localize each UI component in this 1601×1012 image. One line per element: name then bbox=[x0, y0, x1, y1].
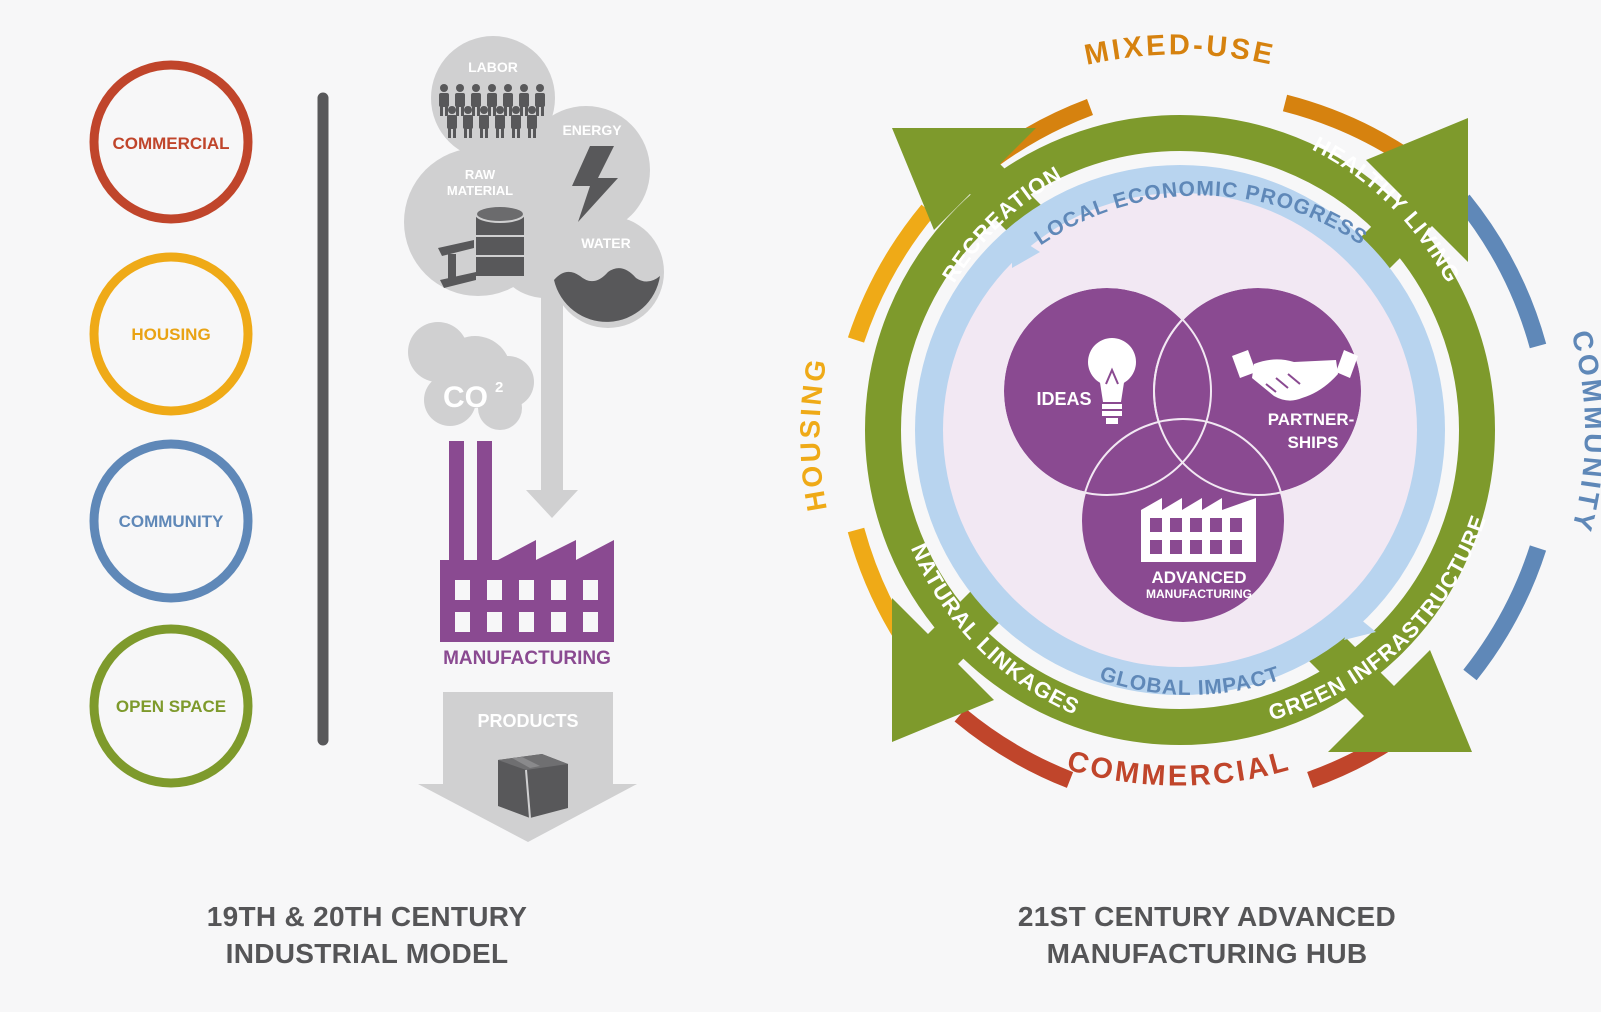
commercial-legend-label: COMMERCIAL bbox=[112, 134, 229, 153]
person-icon bbox=[455, 84, 465, 116]
blue-ring-arrow-left bbox=[1012, 234, 1040, 268]
small-factory-window bbox=[1150, 540, 1162, 554]
small-factory-window bbox=[1170, 518, 1182, 532]
community-arc-top bbox=[1456, 194, 1547, 349]
commercial-legend-ring bbox=[89, 60, 253, 224]
person-icon bbox=[527, 106, 537, 138]
housing-label: HOUSING bbox=[794, 354, 832, 513]
small-factory-window bbox=[1190, 518, 1202, 532]
small-factory-window bbox=[1210, 518, 1222, 532]
factory-icon bbox=[440, 441, 614, 642]
factory-window bbox=[455, 580, 470, 600]
water-label: WATER bbox=[581, 235, 631, 251]
factory-window bbox=[487, 580, 502, 600]
products-label: PRODUCTS bbox=[477, 711, 578, 731]
hub-caption-line2: MANUFACTURING HUB bbox=[1046, 938, 1368, 969]
small-factory-window bbox=[1210, 540, 1222, 554]
blue-ring-arrow-right bbox=[1344, 614, 1376, 640]
water-wave-icon bbox=[554, 268, 660, 322]
lightbulb-icon bbox=[1088, 338, 1136, 424]
advanced-label-line2: MANUFACTURING bbox=[1146, 587, 1252, 601]
housing-legend-ring bbox=[89, 252, 253, 416]
small-factory-window bbox=[1230, 540, 1242, 554]
co2-cloud bbox=[408, 322, 534, 430]
housing-legend-label: HOUSING bbox=[131, 325, 210, 344]
industrial-model: LABOR ENERGY RAW MATERIAL WATER bbox=[404, 36, 664, 842]
person-icon bbox=[471, 84, 481, 116]
raw-material-label-line1: RAW bbox=[465, 167, 496, 182]
factory-window bbox=[487, 612, 502, 632]
small-factory-icon bbox=[1141, 498, 1256, 562]
ideas-label: IDEAS bbox=[1036, 389, 1091, 409]
raw-material-label-line2: MATERIAL bbox=[447, 183, 513, 198]
factory-window bbox=[519, 612, 534, 632]
person-icon bbox=[439, 84, 449, 116]
co2-label: CO bbox=[443, 381, 488, 414]
factory-window bbox=[551, 612, 566, 632]
community-legend-label: COMMUNITY bbox=[119, 512, 224, 531]
community-arc-bottom bbox=[1463, 545, 1547, 681]
person-icon bbox=[495, 106, 505, 138]
person-icon bbox=[535, 84, 545, 116]
manufacturing-label: MANUFACTURING bbox=[443, 648, 611, 669]
industrial-model-caption: 19TH & 20TH CENTURY INDUSTRIAL MODEL bbox=[67, 898, 667, 972]
lightning-icon bbox=[572, 146, 618, 222]
person-icon bbox=[487, 84, 497, 116]
factory-window bbox=[519, 580, 534, 600]
factory-window bbox=[455, 612, 470, 632]
commercial-arc-left bbox=[954, 708, 1074, 788]
steel-beam-icon bbox=[438, 240, 476, 288]
manufacturing-hub: IDEAS PARTNER- SHIPS ADVANCED MANUFACTUR… bbox=[794, 29, 1601, 792]
commercial-label: COMMERCIAL bbox=[1064, 745, 1294, 792]
open-space-legend-ring bbox=[89, 624, 253, 788]
green-ring bbox=[865, 115, 1495, 745]
person-icon bbox=[463, 106, 473, 138]
person-icon bbox=[519, 84, 529, 116]
community-label: COMMUNITY bbox=[1566, 327, 1601, 537]
person-icon bbox=[511, 106, 521, 138]
open-space-legend-label: OPEN SPACE bbox=[116, 697, 226, 716]
input-arrow-head bbox=[526, 490, 578, 518]
legend: COMMERCIAL HOUSING COMMUNITY OPEN SPACE bbox=[89, 60, 253, 788]
factory-window bbox=[583, 580, 598, 600]
hub-caption: 21ST CENTURY ADVANCED MANUFACTURING HUB bbox=[907, 898, 1507, 972]
person-icon bbox=[503, 84, 513, 116]
co2-subscript: 2 bbox=[495, 379, 503, 396]
housing-arc-top bbox=[847, 204, 935, 343]
labor-label: LABOR bbox=[468, 59, 518, 75]
small-factory-window bbox=[1150, 518, 1162, 532]
box-icon bbox=[498, 754, 568, 819]
input-arrow-shaft bbox=[541, 280, 563, 490]
advanced-label-line1: ADVANCED bbox=[1151, 568, 1246, 587]
person-icon bbox=[447, 106, 457, 138]
labor-people bbox=[439, 84, 545, 138]
mixed-use-label: MIXED-USE bbox=[1082, 29, 1279, 71]
small-factory-window bbox=[1190, 540, 1202, 554]
industrial-caption-line2: INDUSTRIAL MODEL bbox=[225, 938, 509, 969]
partnerships-label-line2: SHIPS bbox=[1287, 433, 1338, 452]
person-icon bbox=[479, 106, 489, 138]
hub-caption-line1: 21ST CENTURY ADVANCED bbox=[1017, 901, 1397, 932]
small-factory-window bbox=[1230, 518, 1242, 532]
industrial-caption-line1: 19TH & 20TH CENTURY bbox=[206, 901, 528, 932]
handshake-icon bbox=[1232, 350, 1358, 401]
small-factory-window bbox=[1170, 540, 1182, 554]
partnerships-label-line1: PARTNER- bbox=[1268, 410, 1355, 429]
energy-label: ENERGY bbox=[562, 122, 622, 138]
community-legend-ring bbox=[89, 439, 253, 603]
barrel-icon bbox=[475, 205, 525, 276]
factory-window bbox=[583, 612, 598, 632]
factory-window bbox=[551, 580, 566, 600]
